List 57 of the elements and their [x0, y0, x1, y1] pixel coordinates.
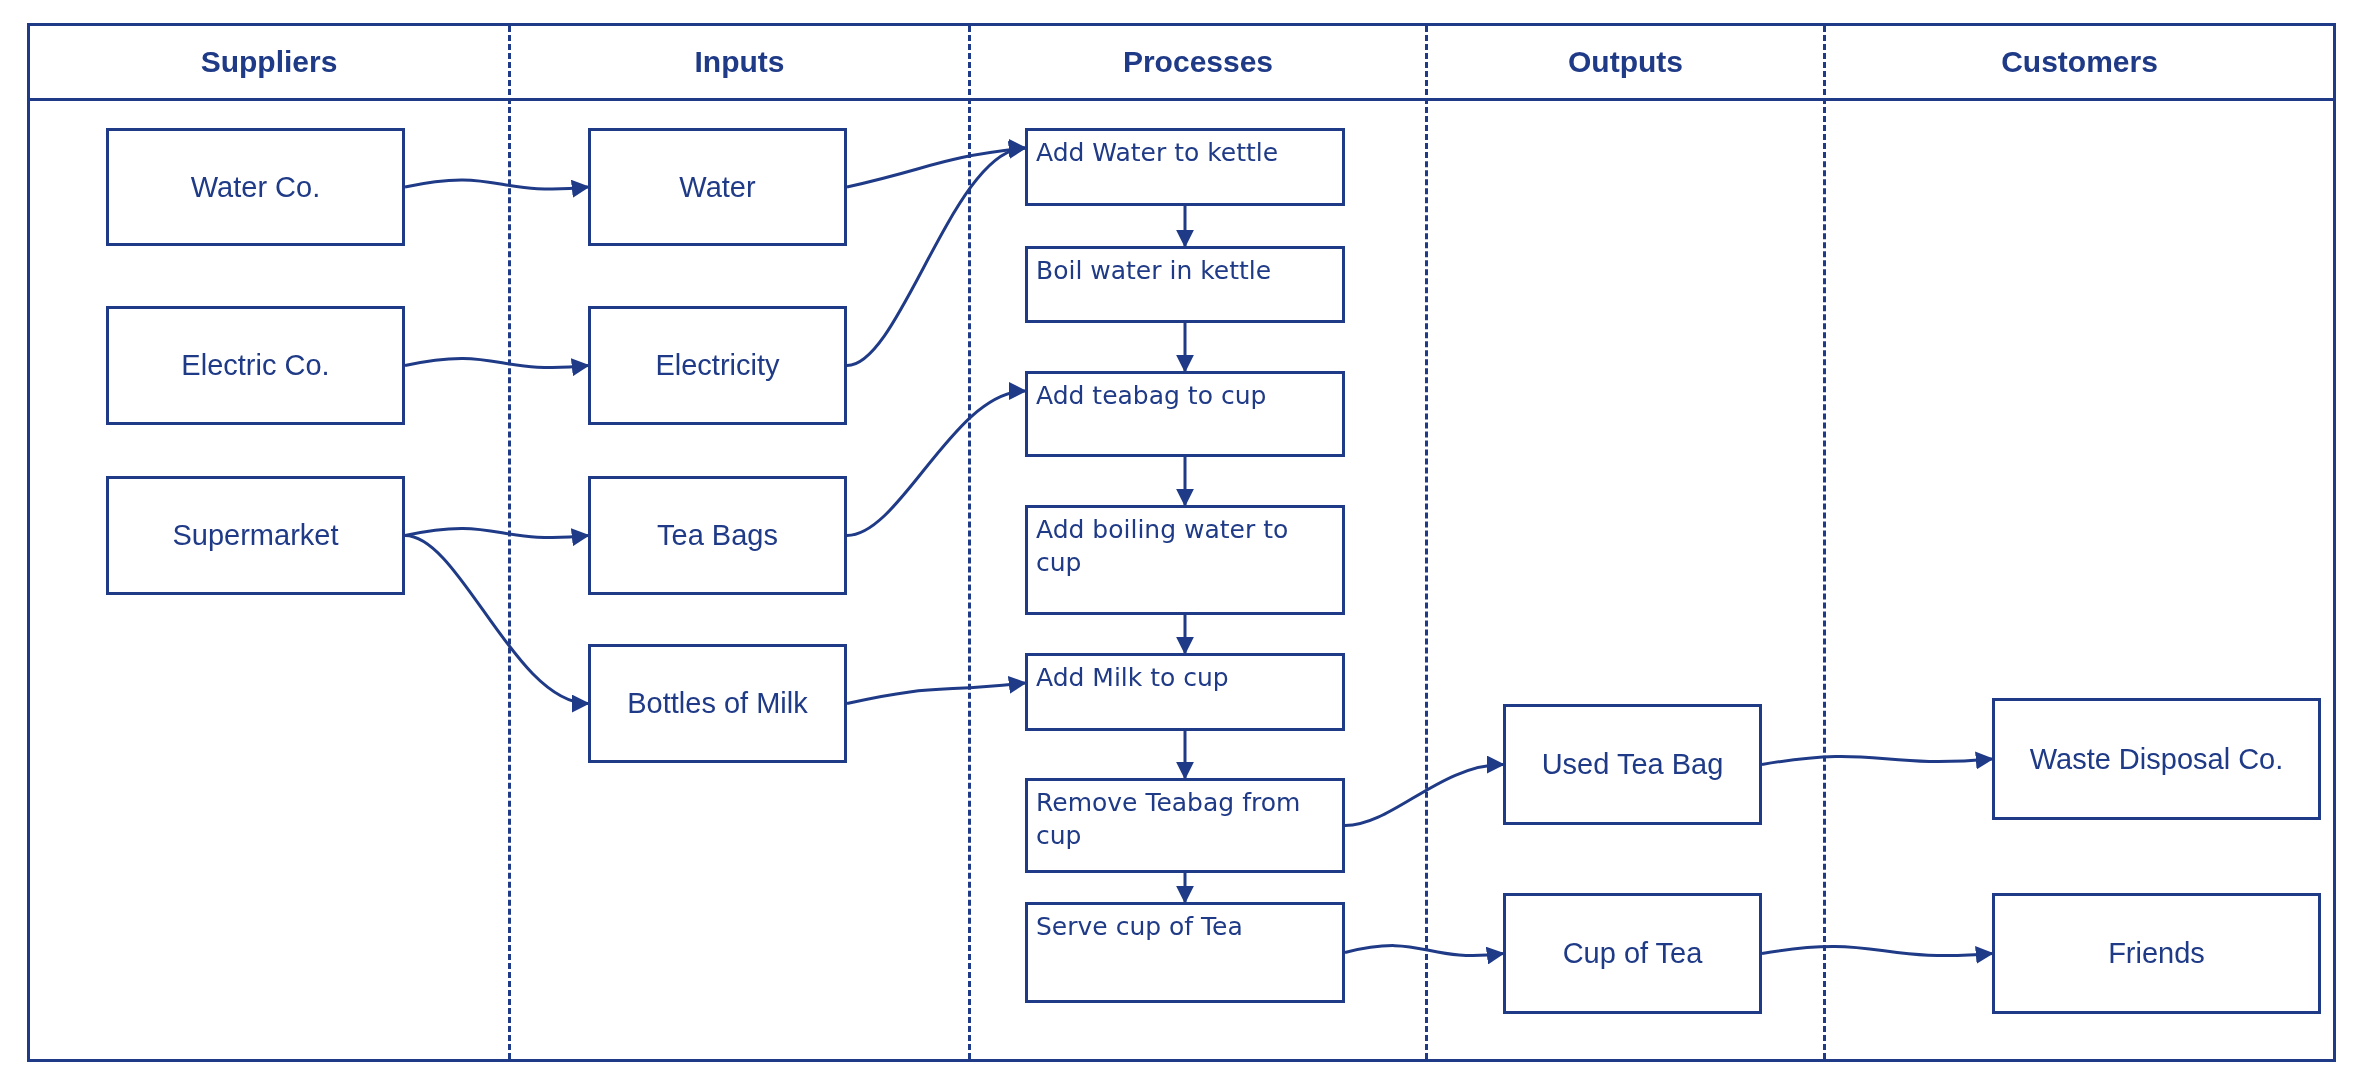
arrow: [404, 357, 590, 376]
arrow: [404, 178, 590, 198]
box-label: Used Tea Bag: [1541, 748, 1724, 781]
entity-box: [106, 128, 405, 246]
box-label: Add Milk to cup: [1036, 662, 1229, 694]
process-box: [1025, 778, 1345, 873]
entity-box: [588, 644, 847, 763]
arrow: [1176, 206, 1194, 248]
process-box: [1025, 371, 1345, 457]
entity-box: [1992, 698, 2321, 820]
arrow: [1344, 944, 1505, 964]
box-label: Boil water in kettle: [1036, 255, 1272, 287]
box-label: Waste Disposal Co.: [2029, 742, 2284, 776]
lane-heading: Suppliers: [199, 44, 339, 80]
lane-heading: Outputs: [1567, 44, 1684, 80]
process-box: [1025, 653, 1345, 731]
entity-box: [1503, 704, 1762, 825]
process-box: [1025, 505, 1345, 615]
arrow: [404, 534, 590, 710]
entity-box: [1503, 893, 1762, 1014]
box-label: Remove Teabag from cup: [1036, 787, 1302, 852]
box-label: Serve cup of Tea: [1036, 911, 1243, 943]
box-label: Cup of Tea: [1562, 937, 1703, 970]
box-label: Tea Bags: [657, 519, 778, 552]
arrow: [1344, 756, 1505, 827]
arrow: [1176, 731, 1194, 780]
box-label: Supermarket: [172, 519, 339, 552]
entity-box: [106, 306, 405, 425]
arrow: [1761, 751, 1994, 770]
box-label: Bottles of Milk: [627, 687, 808, 720]
box-label: Water Co.: [190, 170, 321, 204]
process-box: [1025, 128, 1345, 206]
entity-box: [588, 476, 847, 595]
box-label: Electricity: [655, 349, 780, 382]
box-label: Add Water to kettle: [1036, 137, 1279, 169]
entity-box: [1992, 893, 2321, 1014]
process-box: [1025, 246, 1345, 323]
lane-heading: Customers: [2000, 44, 2159, 80]
lane-heading: Processes: [1121, 44, 1275, 80]
arrow: [404, 527, 590, 546]
box-label: Friends: [2108, 937, 2205, 970]
entity-box: [106, 476, 405, 595]
arrow: [1176, 873, 1194, 904]
box-label: Add boiling water to cup: [1036, 514, 1290, 579]
process-box: [1025, 902, 1345, 1003]
lane-heading: Inputs: [693, 44, 786, 80]
arrow: [1176, 457, 1194, 507]
box-label: Electric Co.: [181, 349, 330, 382]
arrow: [846, 384, 1027, 537]
box-label: Water: [679, 170, 756, 204]
entity-box: [588, 128, 847, 246]
arrow: [846, 675, 1027, 705]
arrow: [1761, 944, 1994, 964]
box-label: Add teabag to cup: [1036, 380, 1267, 412]
entity-box: [588, 306, 847, 425]
arrow: [1176, 323, 1194, 373]
arrow: [1176, 615, 1194, 655]
